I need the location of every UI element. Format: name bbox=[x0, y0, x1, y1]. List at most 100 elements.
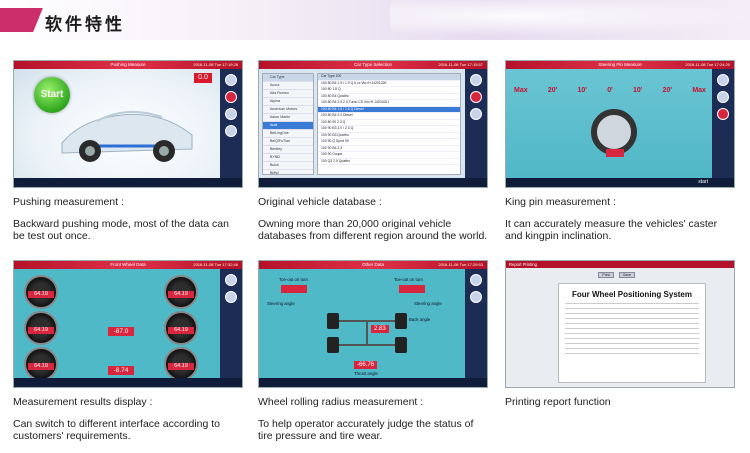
gauge-value: 64.19 bbox=[28, 291, 54, 298]
tool-button[interactable] bbox=[470, 91, 482, 103]
tool-button[interactable] bbox=[225, 291, 237, 303]
gauge: 64.19 bbox=[24, 311, 58, 345]
table-header: Car Type 100 bbox=[318, 74, 460, 81]
data-value: -66.76 bbox=[354, 361, 378, 369]
brand-item[interactable]: BeiLingOne bbox=[263, 130, 313, 138]
tool-button[interactable] bbox=[470, 108, 482, 120]
side-toolbar bbox=[465, 269, 487, 378]
data-label: Thrust angle bbox=[354, 371, 378, 376]
table-row[interactable]: 100 80 B4 Quattro bbox=[318, 94, 460, 100]
header-banner: 软件特性 bbox=[0, 0, 750, 40]
angle-scale: Max 20' 10' 0' 10' 20' Max bbox=[514, 87, 706, 94]
angle-label: 20' bbox=[547, 87, 558, 94]
screen-time: 2016-11-08 Tue 17:32:46 bbox=[193, 262, 238, 267]
screenshot-report-printing: Report Printing Print Save Four Wheel Po… bbox=[505, 260, 735, 388]
table-row[interactable]: 100 90 B4 2.3 bbox=[318, 146, 460, 152]
side-toolbar bbox=[220, 69, 242, 178]
table-row[interactable]: 100 80 B4 2.0 Diesel bbox=[318, 113, 460, 120]
data-value-box bbox=[281, 285, 307, 293]
gauge: 64.19 bbox=[24, 347, 58, 381]
table-row[interactable]: 100 80 B4 1.9 / 1.9 Q 6 cc Vin>H J420102… bbox=[318, 81, 460, 87]
table-row[interactable]: 100 80 B4 2.0 2.3 Turbo CS Vin>H J420100… bbox=[318, 100, 460, 107]
list-header: Car Type bbox=[263, 74, 313, 82]
table-row[interactable]: 100 90 Coupe bbox=[318, 152, 460, 159]
brand-item[interactable]: Audi bbox=[263, 122, 313, 130]
report-toolbar: Print Save bbox=[598, 272, 635, 278]
brand-item[interactable]: Bentley bbox=[263, 146, 313, 154]
tool-button[interactable] bbox=[225, 74, 237, 86]
print-button[interactable]: Print bbox=[598, 272, 614, 278]
tool-button[interactable] bbox=[470, 291, 482, 303]
screenshot-steering-pin: Steering Pin Measure 2016-11-08 Tue 17:24… bbox=[505, 60, 735, 188]
tool-button[interactable] bbox=[470, 74, 482, 86]
chassis-illustration bbox=[327, 313, 407, 353]
data-label: Toe-out on turn bbox=[279, 277, 308, 282]
brand-item[interactable]: BYND bbox=[263, 154, 313, 162]
table-row[interactable]: 100 80 90 2.3 Q bbox=[318, 120, 460, 126]
divider bbox=[565, 339, 699, 344]
brand-item[interactable]: BeiQiFuTian bbox=[263, 138, 313, 146]
brand-item[interactable]: Acura bbox=[263, 82, 313, 90]
divider bbox=[565, 309, 699, 314]
table-row[interactable]: 100 90 B3 Quattro bbox=[318, 133, 460, 139]
divider bbox=[565, 344, 699, 349]
angle-label: 10' bbox=[577, 87, 587, 94]
tool-button[interactable] bbox=[717, 74, 729, 86]
table-row[interactable]: 100 80 1.8 Q bbox=[318, 87, 460, 94]
table-row[interactable]: 100 90 Q Sport 90 bbox=[318, 139, 460, 146]
brand-item[interactable]: Alfa Romeo bbox=[263, 90, 313, 98]
middle-value: -8.74 bbox=[108, 366, 134, 375]
brand-item[interactable]: Aston Martin bbox=[263, 114, 313, 122]
panel-title: Measurement results display : bbox=[13, 396, 153, 408]
table-row[interactable]: 100 80 B4 1.8 / 1.8 Q Diesel bbox=[318, 106, 460, 113]
tool-button[interactable] bbox=[717, 91, 729, 103]
table-row[interactable]: 100 90 B3 2.0 / 2.3 Q bbox=[318, 126, 460, 133]
screen-time: 2016-11-08 Tue 17:24:20 bbox=[685, 62, 730, 67]
gauge-value: 64.19 bbox=[168, 291, 194, 298]
data-label: Steering angle bbox=[267, 301, 295, 306]
data-label: Steering angle bbox=[414, 301, 442, 306]
panel-description: Owning more than 20,000 original vehicle… bbox=[258, 218, 488, 242]
tool-button[interactable] bbox=[717, 108, 729, 120]
brand-item[interactable]: Buick bbox=[263, 162, 313, 170]
angle-label: 10' bbox=[632, 87, 643, 94]
screen-title-bar: Steering Pin Measure 2016-11-08 Tue 17:24… bbox=[506, 61, 734, 69]
panel-king-pin: Steering Pin Measure 2016-11-08 Tue 17:24… bbox=[505, 60, 735, 242]
tool-button[interactable] bbox=[225, 91, 237, 103]
tool-button[interactable] bbox=[225, 108, 237, 120]
tool-button[interactable] bbox=[225, 274, 237, 286]
brand-item[interactable]: BMW bbox=[263, 170, 313, 178]
panel-description: It can accurately measure the vehicles' … bbox=[505, 218, 718, 242]
gauge: 64.19 bbox=[164, 311, 198, 345]
divider bbox=[565, 314, 699, 319]
start-label[interactable]: start bbox=[698, 179, 708, 185]
angle-label: Max bbox=[514, 87, 528, 94]
tool-button[interactable] bbox=[470, 274, 482, 286]
panel-title: King pin measurement : bbox=[505, 196, 616, 208]
angle-label: 0' bbox=[607, 87, 613, 94]
status-indicator bbox=[606, 149, 624, 157]
divider bbox=[565, 299, 699, 304]
column-value: 100 bbox=[335, 74, 342, 78]
screen-bottom-bar bbox=[259, 378, 487, 387]
brand-item[interactable]: Alpina bbox=[263, 98, 313, 106]
save-button[interactable]: Save bbox=[619, 272, 635, 278]
report-sheet: Four Wheel Positioning System bbox=[558, 283, 706, 383]
start-button[interactable]: Start bbox=[34, 77, 70, 113]
table-row[interactable]: 100 Q3 2.0 Quattro bbox=[318, 159, 460, 165]
screen-bottom-bar: start bbox=[506, 178, 734, 187]
tool-button[interactable] bbox=[225, 125, 237, 137]
brand-item[interactable]: American Motors bbox=[263, 106, 313, 114]
gauge: 64.19 bbox=[164, 347, 198, 381]
car-illustration bbox=[61, 110, 193, 162]
gauge-value: 64.19 bbox=[168, 327, 194, 334]
screen-title: Pushing Measure bbox=[110, 62, 146, 67]
screen-bottom-bar bbox=[14, 178, 242, 187]
screen-title: Steering Pin Measure bbox=[598, 62, 642, 67]
